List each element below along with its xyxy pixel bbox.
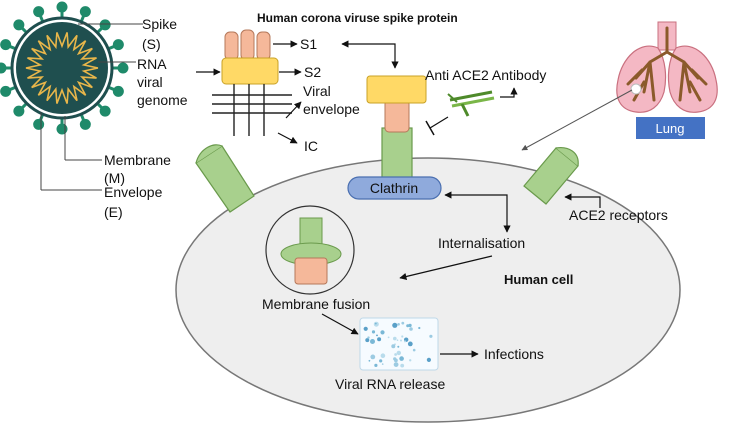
internalisation-label: Internalisation xyxy=(438,235,525,251)
clathrin xyxy=(347,176,442,200)
lung-label-box xyxy=(636,117,705,139)
viral-rna-release-box xyxy=(359,317,439,371)
clathrin-label: Clathrin xyxy=(370,180,418,196)
lung-label: Lung xyxy=(656,121,685,136)
rna-viral-label: viral xyxy=(137,74,163,90)
envelope-word-label: envelope xyxy=(303,101,360,117)
spike-label: Spike xyxy=(142,16,177,32)
membrane-label: Membrane xyxy=(104,152,171,168)
spike-protein-structure xyxy=(212,29,292,136)
membrane-abbrev: (M) xyxy=(104,170,125,186)
infections-label: Infections xyxy=(484,346,544,362)
rna-particles xyxy=(363,321,433,368)
envelope-abbrev: (E) xyxy=(104,204,123,220)
rna-label: RNA xyxy=(137,56,167,72)
envelope-label: Envelope xyxy=(104,184,163,200)
ace2-receptor-right xyxy=(523,147,579,205)
ace2-receptors-label: ACE2 receptors xyxy=(569,207,668,223)
lung-icon xyxy=(616,21,718,113)
antibody-icon xyxy=(447,90,495,117)
viral-rna-release-label: Viral RNA release xyxy=(335,376,445,392)
antibody-label: Anti ACE2 Antibody xyxy=(425,67,546,83)
spike-abbrev: (S) xyxy=(142,36,161,52)
virus-particle xyxy=(0,1,129,135)
viral-label: Viral xyxy=(303,83,331,99)
membrane-fusion-label: Membrane fusion xyxy=(262,296,370,312)
internalised-receptor xyxy=(265,205,355,295)
ace2-receptor-left xyxy=(195,144,255,213)
diagram-title: Human corona viruse spike protein xyxy=(257,11,458,25)
ic-label: IC xyxy=(304,138,318,154)
s2-label: S2 xyxy=(304,64,321,80)
human-cell-label: Human cell xyxy=(504,272,573,287)
bound-spike-receptor xyxy=(366,75,427,184)
s1-label: S1 xyxy=(300,36,317,52)
rna-genome-label: genome xyxy=(137,92,188,108)
viral-rna-genome xyxy=(25,32,99,104)
